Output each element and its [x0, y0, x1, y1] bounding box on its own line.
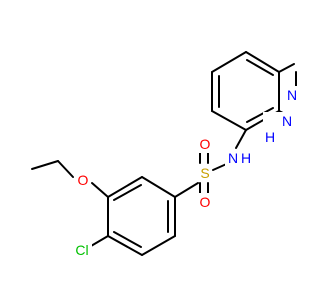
- bond: [107, 235, 143, 256]
- ether-oxygen-atom: O: [76, 171, 90, 189]
- bond: [211, 110, 247, 131]
- pyrazole-nh-atom: N H: [263, 112, 295, 146]
- sulfonyl-oxygen-bottom-atom: O: [198, 193, 212, 211]
- bond: [90, 235, 109, 247]
- ether-oxygen-label: O: [78, 172, 89, 188]
- sulfur-label: S: [200, 165, 209, 181]
- bonds: [31, 51, 297, 256]
- sulfonamide-hydrogen-label: H: [241, 150, 251, 166]
- bond: [91, 182, 109, 198]
- structure-canvas: Cl O S O O N H N N H: [31, 51, 299, 259]
- bond: [211, 51, 247, 73]
- sulfonyl-oxygen-bottom-label: O: [200, 194, 211, 210]
- bond: [246, 59, 274, 76]
- bond: [235, 129, 247, 149]
- bond: [141, 176, 176, 198]
- sulfur-atom: S: [198, 164, 212, 182]
- pyrazole-nitrogen-label: N: [287, 87, 297, 103]
- sulfonamide-nitrogen-label: N: [228, 150, 238, 166]
- bond: [141, 235, 176, 256]
- chlorine-atom: Cl: [72, 240, 92, 259]
- bond: [113, 231, 142, 248]
- sulfonyl-oxygen-top-label: O: [200, 136, 211, 152]
- bond: [107, 176, 143, 198]
- sulfonyl-oxygen-top-atom: O: [198, 135, 212, 153]
- chlorine-label: Cl: [75, 242, 88, 258]
- bond: [246, 107, 274, 123]
- pyrazole-nh-hydrogen-label: H: [265, 129, 275, 145]
- bond: [278, 63, 295, 73]
- bond: [174, 182, 199, 198]
- bond: [57, 160, 74, 178]
- sulfonamide-nitrogen-atom: N H: [225, 149, 253, 167]
- atom-labels: Cl O S O O N H N N H: [72, 86, 299, 259]
- bond: [245, 51, 280, 73]
- pyrazole-nitrogen-atom: N: [284, 86, 299, 104]
- bond: [113, 184, 142, 201]
- pyrazole-nh-nitrogen-label: N: [282, 113, 292, 129]
- bond: [31, 160, 59, 170]
